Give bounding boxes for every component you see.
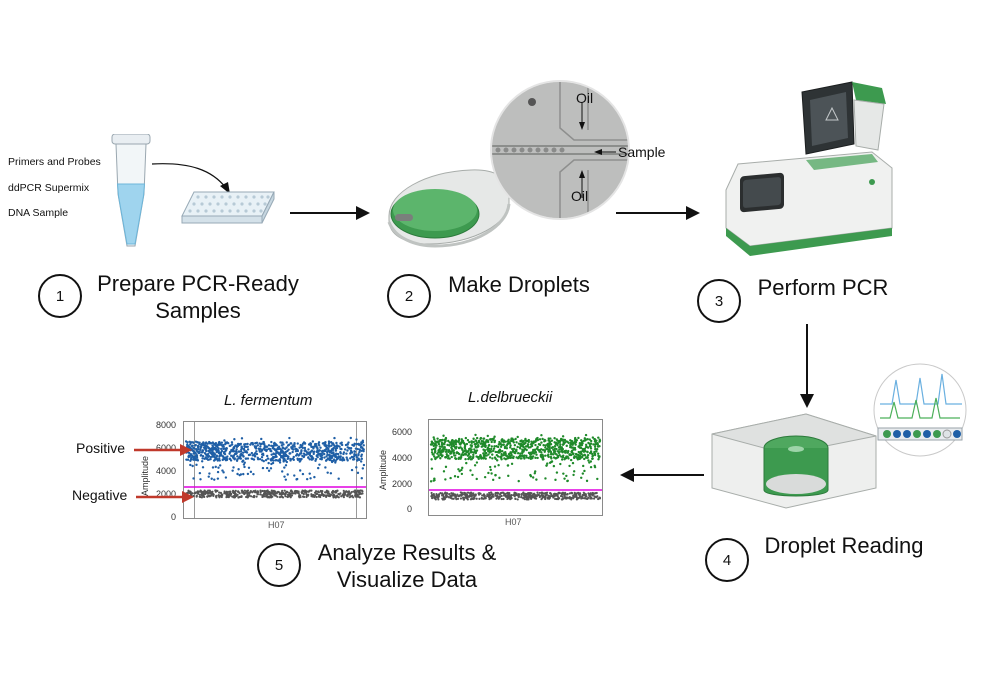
- step-3-label: Perform PCR: [757, 275, 889, 300]
- step-5-label: Analyze Results & Visualize Data: [317, 540, 497, 592]
- plot-1-ytick: 2000: [155, 489, 176, 499]
- pcr-plate-icon: [181, 191, 275, 224]
- negative-arrow-icon: [136, 491, 194, 503]
- step-4-label: Droplet Reading: [764, 533, 924, 558]
- pcr-tube-icon: [111, 134, 151, 247]
- plot-2-area: [428, 419, 603, 516]
- ingredient-primers: Primers and Probes: [8, 156, 101, 168]
- step-3-badge: 3: [697, 279, 741, 323]
- arrow-right-icon: [290, 206, 370, 220]
- arrow-down-icon: [800, 324, 814, 408]
- step-1-badge: 1: [38, 274, 82, 318]
- droplet-generator-icon: [387, 169, 511, 248]
- plot-1-ytick: 0: [170, 512, 176, 522]
- sample-label: Sample: [618, 144, 666, 160]
- plot-1-ytick: 6000: [155, 443, 176, 453]
- plot-2-ytick: 2000: [391, 479, 412, 489]
- curved-arrow-icon: [151, 163, 230, 194]
- plot-1-ytick: 4000: [155, 466, 176, 476]
- thermal-cycler-icon: [725, 81, 893, 256]
- positive-arrow-icon: [134, 444, 192, 456]
- positive-label: Positive: [76, 440, 126, 456]
- ingredient-supermix: ddPCR Supermix: [8, 182, 90, 194]
- step-4-badge: 4: [705, 538, 749, 582]
- plot-2-ylabel: Amplitude: [378, 449, 388, 490]
- plot-1-title: L. fermentum: [224, 392, 313, 409]
- plot-2-xlabel: H07: [505, 517, 522, 527]
- plot-2-ytick: 4000: [391, 453, 412, 463]
- negative-label: Negative: [72, 487, 128, 503]
- step-2-badge: 2: [387, 274, 431, 318]
- oil-bottom-label: Oil: [571, 188, 589, 204]
- plot-1-ytick: 8000: [155, 420, 176, 430]
- droplet-reader-icon: [711, 413, 877, 509]
- step-5-badge: 5: [257, 543, 301, 587]
- arrow-right-icon: [616, 206, 700, 220]
- plot-2-title: L.delbrueckii: [468, 389, 553, 406]
- plot-1-area: [183, 421, 367, 519]
- plot-2-ytick: 6000: [391, 427, 412, 437]
- oil-top-label: Oil: [576, 90, 594, 106]
- chromatogram-inset: [873, 363, 967, 457]
- microfluidic-micrograph: [490, 80, 630, 220]
- plot-1-xlabel: H07: [268, 520, 285, 530]
- ingredient-dna: DNA Sample: [8, 207, 69, 219]
- arrow-left-icon: [620, 468, 704, 482]
- step-1-label: Prepare PCR-Ready Samples: [97, 271, 299, 323]
- step-2-label: Make Droplets: [448, 272, 590, 297]
- plot-2-ytick: 0: [406, 504, 412, 514]
